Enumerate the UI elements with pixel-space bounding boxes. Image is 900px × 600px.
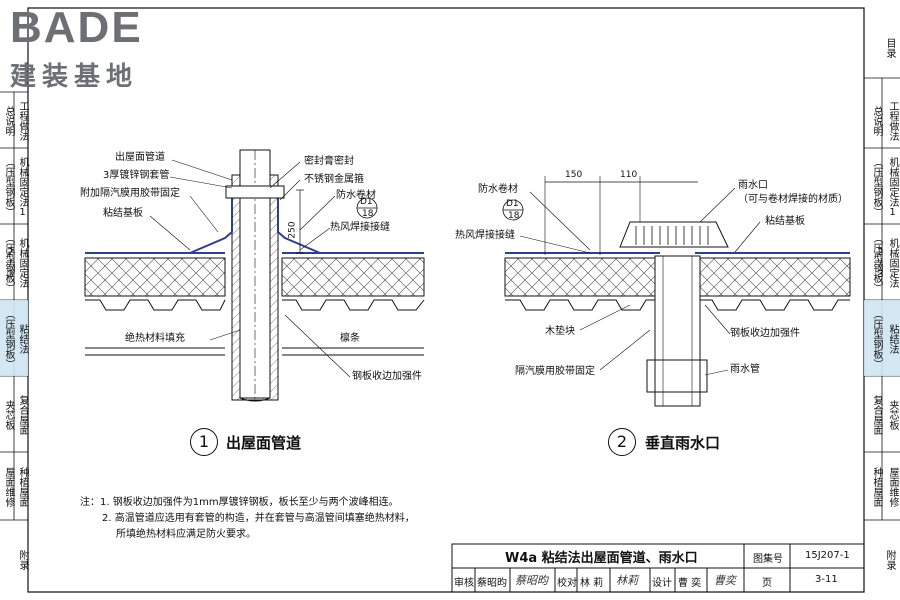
left-nav-jixie1-sub[interactable]: （压型钢板） xyxy=(3,157,14,217)
ref-bottom-1: 18 xyxy=(362,209,374,219)
right-nav-jixie1-sub[interactable]: （压型钢板） xyxy=(871,157,882,217)
label2-drain: 雨水口 xyxy=(738,180,768,191)
designer-signature: 曹奕 xyxy=(714,574,736,587)
checker-name: 林 莉 xyxy=(580,578,604,589)
right-nav-jiaxin[interactable]: 夹芯板 xyxy=(887,400,898,430)
page-number: 3-11 xyxy=(815,574,838,585)
left-nav-jiaxin[interactable]: 夹芯板 xyxy=(3,400,14,430)
right-nav-weixiu[interactable]: 屋面维修 xyxy=(887,467,898,507)
label2-base-board: 粘结基板 xyxy=(765,216,805,227)
left-nav-gongcheng[interactable]: 工程做法 xyxy=(17,101,28,141)
left-nav-jixie23[interactable]: 机械固定法2/3 xyxy=(5,238,28,288)
label2-membrane: 防水卷材 xyxy=(478,184,518,195)
designer-name: 曹 奕 xyxy=(678,578,702,589)
checker-signature: 林莉 xyxy=(616,574,638,587)
atlas-number: 15J207-1 xyxy=(805,550,850,561)
label2-vapor-tape: 隔汽膜用胶带固定 xyxy=(515,366,595,377)
label-sleeve: 3厚镀锌钢套管 xyxy=(103,170,170,181)
reviewer-signature: 蔡昭昀 xyxy=(515,574,548,587)
right-nav-mulu[interactable]: 目录 xyxy=(884,38,895,58)
right-nav-fuhe[interactable]: 复合屋面 xyxy=(871,395,882,435)
label-vapor-tape: 附加隔汽膜用胶带固定 xyxy=(80,188,180,199)
brand-logo-text: BADE xyxy=(10,3,143,52)
label-pipe: 出屋面管道 xyxy=(115,152,165,163)
right-nav-zhanjie[interactable]: 粘结法 xyxy=(887,324,898,354)
label-purlin: 檩条 xyxy=(340,333,360,344)
reviewer-name: 蔡昭昀 xyxy=(477,578,507,589)
label-reinforce: 钢板收边加强件 xyxy=(352,371,422,382)
left-nav-jixie1[interactable]: 机械固定法1 xyxy=(17,156,28,218)
right-nav-zhongzhi[interactable]: 种植屋面 xyxy=(871,467,882,507)
detail-1-marker: 1 xyxy=(190,428,218,456)
detail-1-title: 出屋面管道 xyxy=(226,434,302,452)
detail-1-section xyxy=(84,149,425,402)
label2-weld: 热风焊接接缝 xyxy=(455,230,515,241)
label-membrane: 防水卷材 xyxy=(336,190,376,201)
detail-2-title: 垂直雨水口 xyxy=(645,434,721,452)
dim-250: 250 xyxy=(287,221,298,239)
check-label: 校对 xyxy=(557,578,577,589)
left-nav-zhanjie-sub[interactable]: （压型钢板） xyxy=(3,309,14,369)
ref-top-1: D1 xyxy=(360,197,373,207)
detail-2-section xyxy=(502,176,851,407)
ref-top-2: D1 xyxy=(506,199,519,209)
ref-bottom-2: 18 xyxy=(508,211,520,221)
label-sealant: 密封膏密封 xyxy=(304,156,354,167)
left-nav-zhanjie[interactable]: 粘结法 xyxy=(17,324,28,354)
right-nav-jixie23-sub[interactable]: （压型钢板） xyxy=(871,233,882,293)
left-nav-zongshuoming[interactable]: 总说明 xyxy=(3,106,14,136)
note-1: 注：1. 钢板收边加强件为1mm厚镀锌钢板，板长至少与两个波峰相连。 xyxy=(80,497,399,508)
design-label: 设计 xyxy=(652,578,672,589)
sheet-title: W4a 粘结法出屋面管道、雨水口 xyxy=(505,551,698,566)
right-nav-zhanjie-sub[interactable]: （压型钢板） xyxy=(871,309,882,369)
detail-2-marker: 2 xyxy=(608,428,636,456)
left-nav-fulu[interactable]: 附录 xyxy=(17,550,28,570)
brand-logo-subtext: 建装基地 xyxy=(10,62,139,92)
atlas-label: 图集号 xyxy=(753,554,783,565)
left-nav-fuhe[interactable]: 复合屋面 xyxy=(17,395,28,435)
label2-drain-note: （可与卷材焊接的材质） xyxy=(738,194,848,205)
right-nav-gongcheng[interactable]: 工程做法 xyxy=(887,101,898,141)
label2-wood-block: 木垫块 xyxy=(545,326,575,337)
label-insulation-fill: 绝热材料填充 xyxy=(125,333,185,344)
dim-110: 110 xyxy=(620,170,638,180)
dim-150: 150 xyxy=(565,170,583,180)
note-2: 2. 高温管道应选用有套管的构造，并在套管与高温管间填塞绝热材料， xyxy=(102,513,415,524)
page-label: 页 xyxy=(762,578,772,589)
label-weld: 热风焊接接缝 xyxy=(330,222,390,233)
title-block xyxy=(451,543,865,593)
left-nav-jixie23-sub[interactable]: （压型钢板） xyxy=(3,233,14,293)
review-label: 审核 xyxy=(454,578,474,589)
note-3: 所填绝热材料应满足防火要求。 xyxy=(116,529,256,540)
left-nav-zhongzhi[interactable]: 种植屋面 xyxy=(17,467,28,507)
right-nav-zongshuoming[interactable]: 总说明 xyxy=(871,106,882,136)
label-clamp: 不锈钢金属箍 xyxy=(304,174,364,185)
right-nav-fulu[interactable]: 附录 xyxy=(884,550,895,570)
label-base-board: 粘结基板 xyxy=(103,208,143,219)
label2-downpipe: 雨水管 xyxy=(730,364,760,375)
label2-reinforce: 钢板收边加强件 xyxy=(730,328,800,339)
left-nav-weixiu[interactable]: 屋面维修 xyxy=(3,467,14,507)
right-nav-jixie1[interactable]: 机械固定法1 xyxy=(887,156,898,218)
right-nav-jixie23[interactable]: 机械固定法2/3 xyxy=(875,238,898,288)
